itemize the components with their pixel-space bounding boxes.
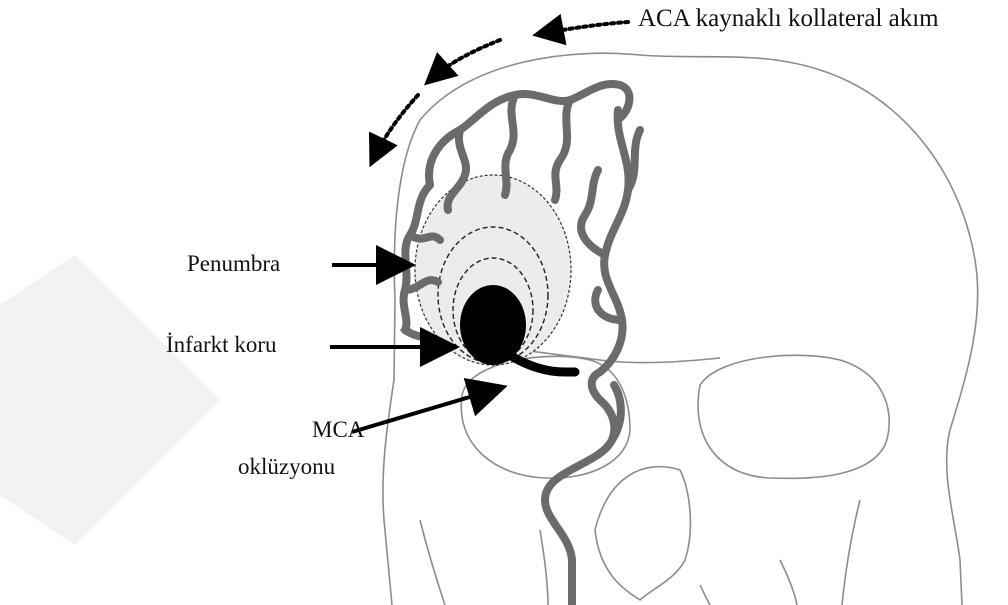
collateral-arrow-mid [430, 40, 500, 80]
collateral-arrow-top [540, 22, 628, 34]
mca-occlusion-label-line2: oklüzyonu [238, 455, 335, 478]
mca-main [600, 110, 629, 372]
infarct-core-label: İnfarkt koru [166, 333, 277, 356]
carotid-artery [545, 372, 614, 605]
infarct-core [460, 285, 526, 365]
collateral-arrow-low [373, 95, 418, 160]
watermark-shape [0, 255, 220, 545]
right-orbit [698, 355, 889, 478]
mca-occlusion-label-line1: MCA [312, 418, 364, 441]
nasal-cavity [595, 467, 690, 600]
left-orbit [461, 356, 630, 478]
aca-collateral-label: ACA kaynaklı kollateral akım [638, 6, 939, 31]
mca-occlusion-arrow [352, 388, 500, 432]
penumbra-label: Penumbra [187, 252, 280, 275]
